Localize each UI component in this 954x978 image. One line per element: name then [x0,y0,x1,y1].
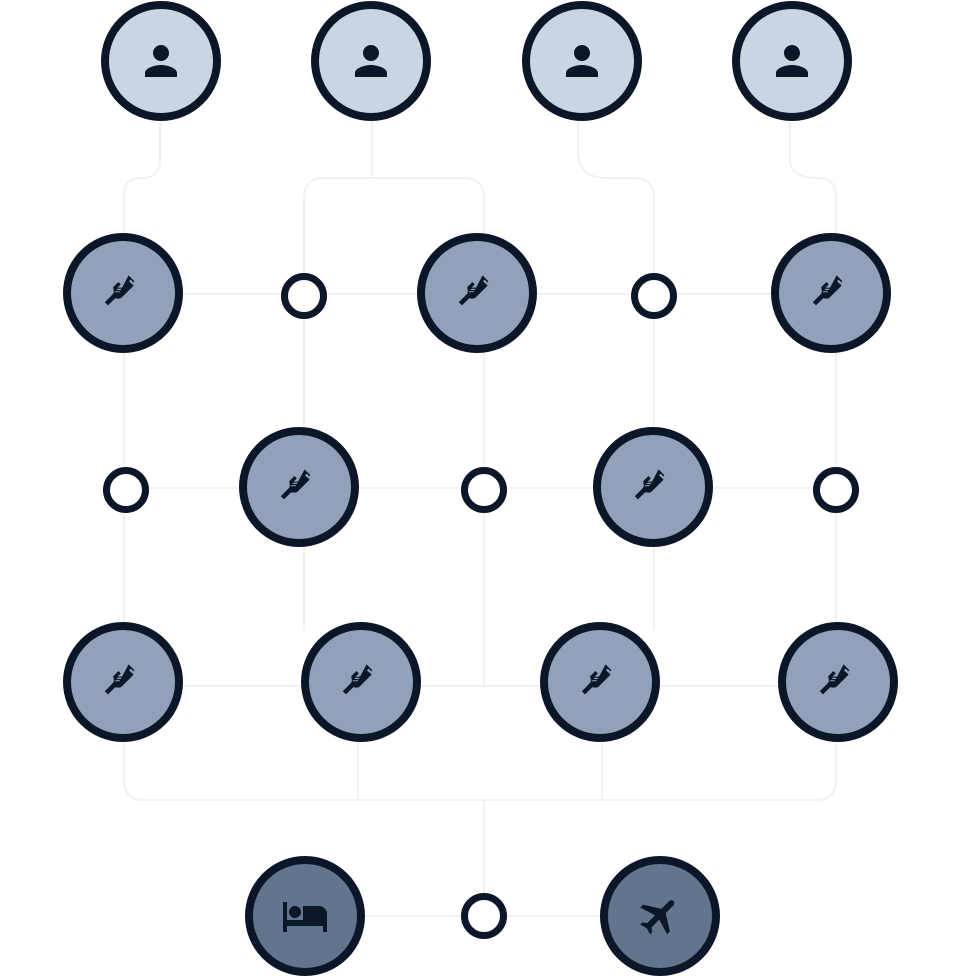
connector-p2-branch [303,120,373,630]
destination-node [245,856,365,976]
handoff-node [540,622,660,742]
junction-node [461,893,507,939]
bed-icon [281,892,329,940]
hand-offering-icon [99,269,147,317]
handoff-node [63,233,183,353]
junction-node [631,273,677,319]
person-node [311,1,431,121]
airplane-icon [636,892,684,940]
hand-offering-icon [807,269,855,317]
person-node [101,1,221,121]
user-icon [768,37,816,85]
handoff-node [593,427,713,547]
junction-node [813,467,859,513]
junction-node [103,467,149,513]
handoff-node [301,622,421,742]
hand-offering-icon [99,658,147,706]
handoff-node [417,233,537,353]
connector-p2-branch-right [372,177,485,686]
connector-bus-left [123,120,837,801]
junction-node [461,467,507,513]
hand-offering-icon [275,463,323,511]
handoff-node [239,427,359,547]
hand-offering-icon [629,463,677,511]
connector-p3-branch [577,120,655,630]
user-icon [558,37,606,85]
handoff-node [778,622,898,742]
hand-offering-icon [814,658,862,706]
person-node [522,1,642,121]
hand-offering-icon [453,269,501,317]
user-icon [347,37,395,85]
person-node [732,1,852,121]
destination-node [600,856,720,976]
user-icon [137,37,185,85]
hand-offering-icon [337,658,385,706]
handoff-node [63,622,183,742]
hand-offering-icon [576,658,624,706]
handoff-node [771,233,891,353]
junction-node [281,273,327,319]
